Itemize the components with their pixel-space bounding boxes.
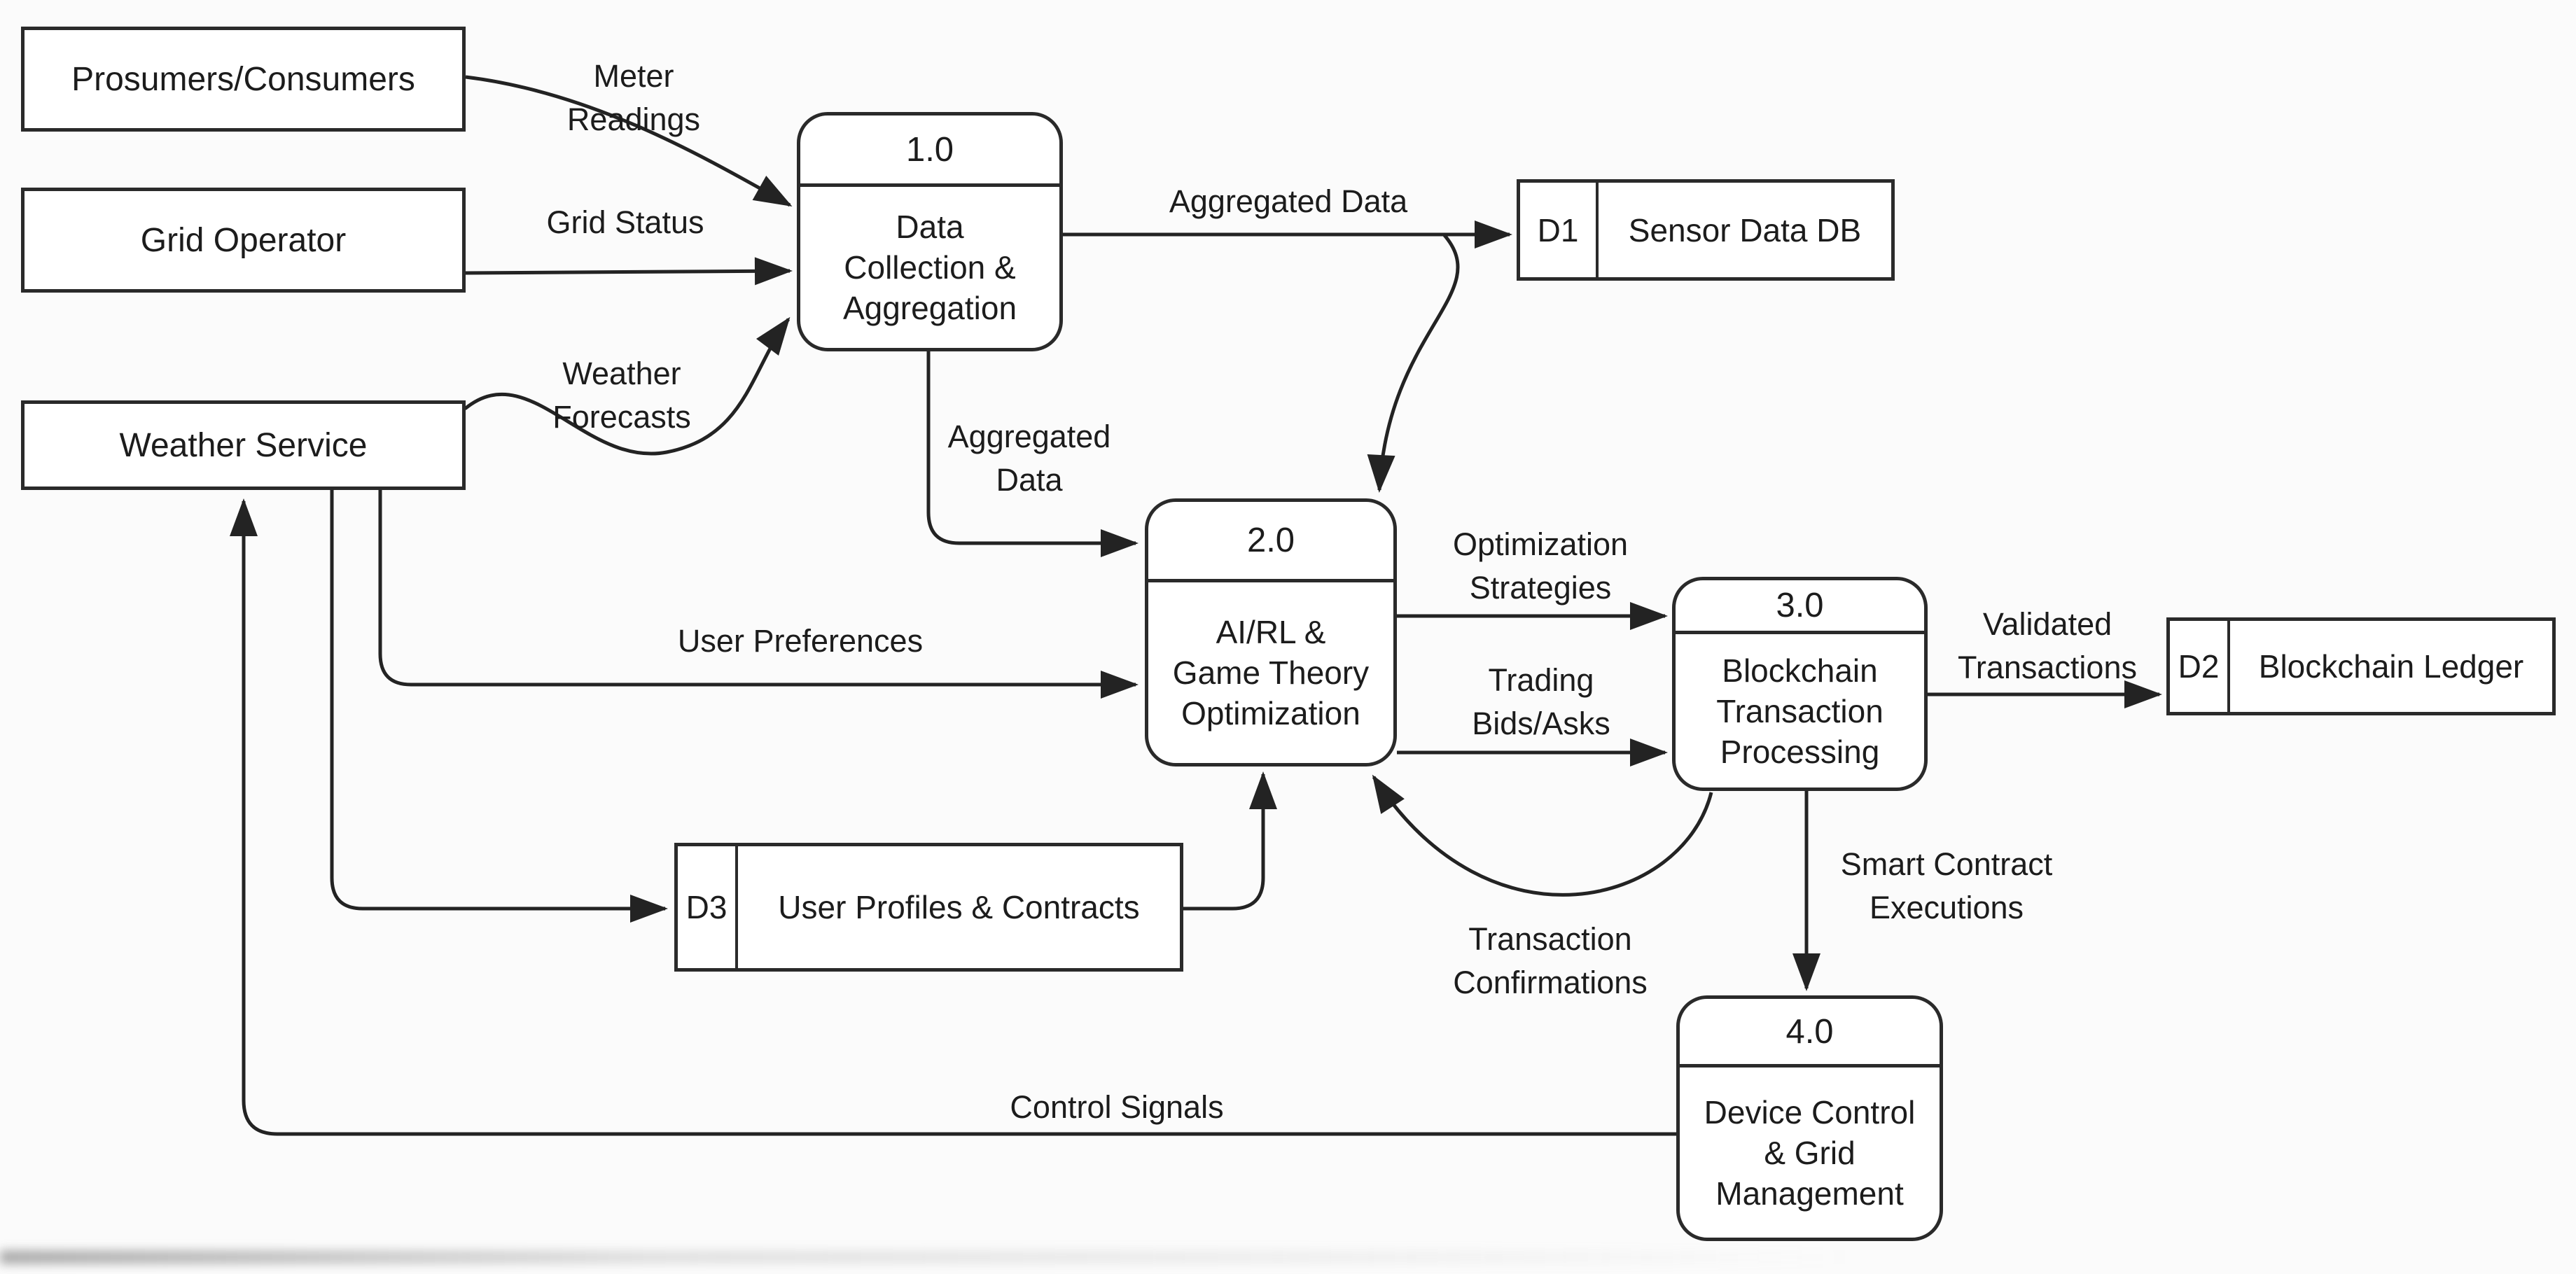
flow-label-grid-status: Grid Status [546,204,704,240]
datastore-label: Sensor Data DB [1628,211,1862,248]
flow-label-control-signals: Control Signals [1010,1089,1224,1125]
flow-line-to-d3 [330,490,668,923]
process-number: 4.0 [1680,999,1940,1068]
datastore-d3-user-profiles-contracts: D3 User Profiles & Contracts [674,843,1183,972]
process-3-blockchain-transaction-processing: 3.0 Blockchain Transaction Processing [1672,577,1928,791]
datastore-code: D1 [1520,183,1599,277]
entity-grid-operator: Grid Operator [21,188,466,293]
flow-label-weather-forecasts: Weather Forecasts [552,356,691,435]
process-2-ai-rl-game-theory-optimization: 2.0 AI/RL & Game Theory Optimization [1145,498,1397,766]
flow-label-optimization-strategies: Optimization Strategies [1452,526,1629,606]
flow-line-transaction-confirmations [1372,774,1713,897]
flow-line-user-preferences [378,490,1139,699]
process-name: Blockchain Transaction Processing [1716,652,1884,770]
flow-line-d1-branch-to-p2 [1367,233,1460,493]
datastore-code: D2 [2170,621,2230,712]
datastore-label: User Profiles & Contracts [778,889,1140,925]
datastore-label: Blockchain Ledger [2258,648,2524,685]
process-name: AI/RL & Game Theory Optimization [1172,614,1370,732]
process-number: 3.0 [1676,580,1924,634]
flow-label-transaction-confirmations: Transaction Confirmations [1453,921,1648,1000]
process-4-device-control-grid-management: 4.0 Device Control & Grid Management [1676,995,1943,1241]
datastore-d1-sensor-data-db: D1 Sensor Data DB [1517,179,1895,281]
entity-prosumers-consumers: Prosumers/Consumers [21,27,466,132]
flow-label-trading-bids-asks: Trading Bids/Asks [1472,662,1610,741]
flow-label-validated-transactions: Validated Transactions [1958,606,2137,685]
flow-label-meter-readings: Meter Readings [566,58,701,137]
flow-line-control-signals [230,498,1676,1136]
flow-line-aggregated-data-to-p2 [926,351,1139,557]
flow-label-aggregated-data-store: Aggregated Data [1169,183,1408,219]
datastore-d2-blockchain-ledger: D2 Blockchain Ledger [2166,617,2556,715]
flow-label-smart-contract-executions: Smart Contract Executions [1840,846,2053,925]
process-1-data-collection-aggregation: 1.0 Data Collection & Aggregation [797,112,1063,351]
datastore-code: D3 [678,846,738,968]
flow-label-user-preferences: User Preferences [677,623,924,659]
flow-label-aggregated-data-down: Aggregated Data [947,419,1111,498]
flow-line-weather-forecasts [464,316,791,456]
flow-line-meter-readings [465,75,793,207]
process-number: 2.0 [1148,502,1393,582]
flow-line-grid-status [465,257,793,286]
process-name: Device Control & Grid Management [1704,1093,1916,1212]
process-number: 1.0 [800,115,1059,187]
entity-weather-service: Weather Service [21,400,466,490]
process-name: Data Collection & Aggregation [842,209,1017,326]
entity-label: Prosumers/Consumers [71,60,415,98]
entity-label: Weather Service [119,426,368,464]
entity-label: Grid Operator [140,221,347,259]
flow-line-d3-to-p2 [1183,771,1277,911]
